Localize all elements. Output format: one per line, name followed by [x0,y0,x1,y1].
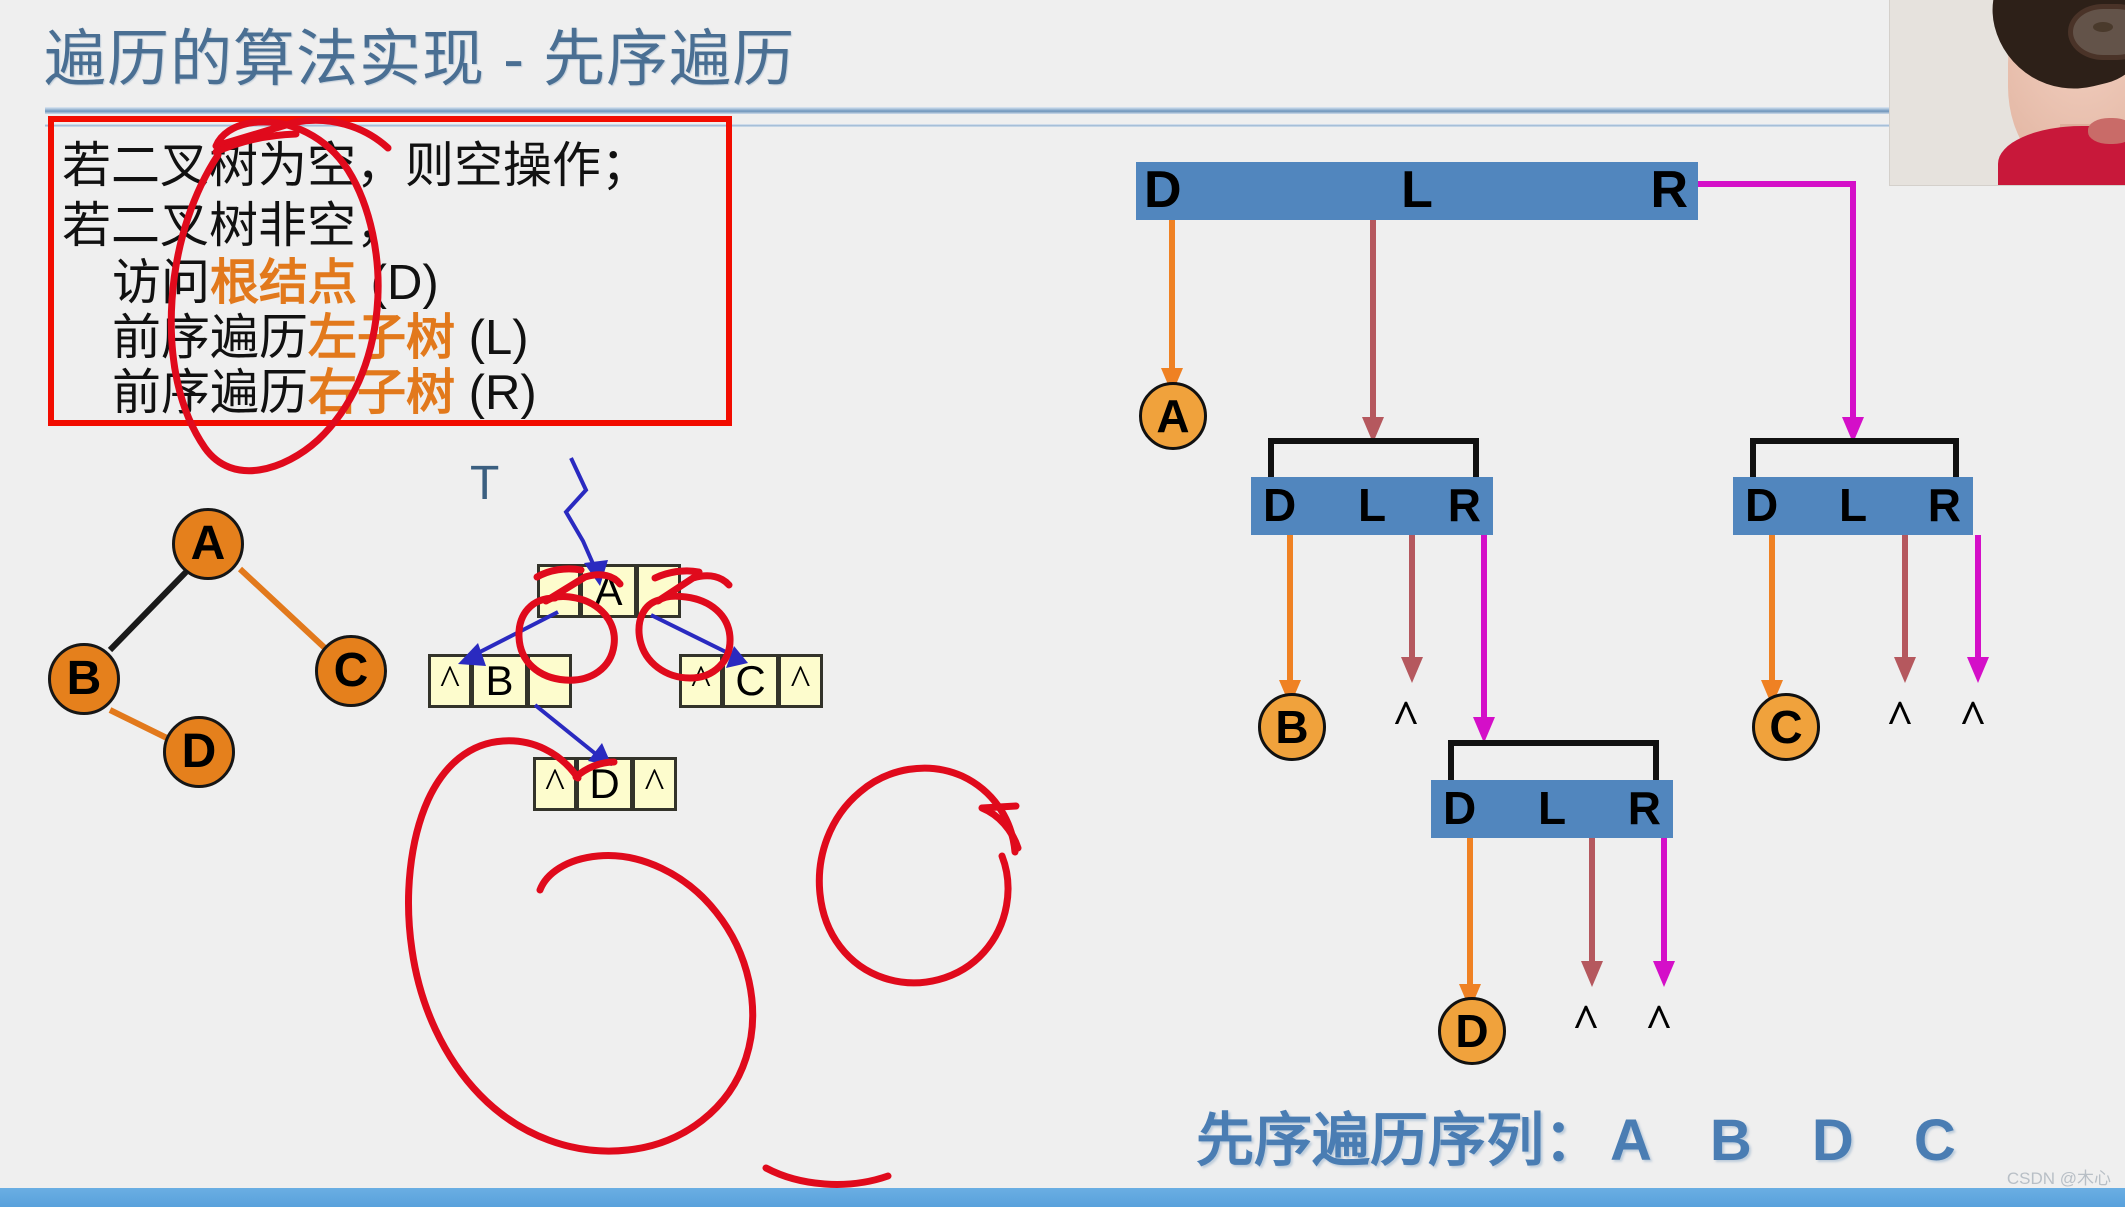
dlr-nil-5: ^ [1645,995,1673,1048]
title-rule-thin [45,124,1905,127]
tree-node-c: C [315,635,387,707]
list-node-a: A [537,564,681,618]
tree-root-pointer-label: T [470,457,500,510]
dlr-nil-4: ^ [1572,995,1600,1048]
rule-line-4-post: (L) [455,311,529,365]
preorder-sequence: 先序遍历序列：A B D C [1196,1093,1978,1177]
tree-node-d: D [163,716,235,788]
dlr-lr-d: D [1443,781,1477,834]
list-node-b-data: B [472,654,528,708]
dlr-root-r: R [1650,160,1688,219]
rule-line-5-post: (R) [455,366,537,420]
list-node-a-right [637,564,681,618]
list-node-d-data: D [577,757,633,811]
dlr-nil-3: ^ [1959,691,1987,744]
dlr-lr-r: R [1627,781,1661,834]
title-rule-thick [45,107,1905,114]
dlr-root-l: L [1401,160,1433,219]
list-node-b-right [528,654,572,708]
preorder-sequence-label: 先序遍历序列： [1196,1108,1603,1173]
dlr-visit-circle-d: D [1438,997,1506,1065]
list-node-d-right: ^ [633,757,677,811]
dlr-box-root: D L R [1136,160,1698,220]
tree-node-b: B [48,643,120,715]
list-node-c-data: C [723,654,779,708]
dlr-nil-2: ^ [1886,691,1914,744]
list-node-d: ^ D ^ [533,757,677,811]
dlr-left-l: L [1357,478,1387,531]
list-node-c: ^ C ^ [679,654,823,708]
dlr-lr-l: L [1537,781,1567,834]
csdn-watermark: CSDN @木心 [2006,1169,2111,1188]
list-node-a-data: A [581,564,637,618]
tree-node-a: A [172,508,244,580]
rule-line-5: 前序遍历右子树 (R) [112,353,537,424]
dlr-nil-1: ^ [1392,691,1420,744]
list-node-a-left [537,564,581,618]
list-node-b-left: ^ [428,654,472,708]
webcam-eye [2093,22,2113,32]
dlr-visit-circle-b: B [1258,693,1326,761]
dlr-root-d: D [1144,160,1182,219]
dlr-right-d: D [1745,478,1779,531]
bottom-progress-bar [0,1188,2125,1207]
page-title: 遍历的算法实现 - 先序遍历 [44,25,796,94]
dlr-visit-circle-c: C [1752,693,1820,761]
dlr-right-r: R [1927,478,1961,531]
list-node-d-left: ^ [533,757,577,811]
rule-line-5-pre: 前序遍历 [112,366,309,420]
dlr-right-l: L [1838,478,1868,531]
webcam-glasses-left [2068,4,2125,60]
preorder-sequence-letters: A B D C [1610,1108,1978,1173]
dlr-left-r: R [1447,478,1481,531]
list-node-b: ^ B [428,654,572,708]
dlr-box-left-right-subtree: D L R [1431,780,1673,838]
dlr-box-right-subtree: D L R [1733,477,1973,535]
list-node-c-left: ^ [679,654,723,708]
webcam-overlay[interactable] [1889,0,2125,186]
dlr-visit-circle-a: A [1139,382,1207,450]
list-node-c-right: ^ [779,654,823,708]
dlr-left-d: D [1263,478,1297,531]
webcam-mouth [2088,118,2125,144]
dlr-box-left-subtree: D L R [1251,477,1493,535]
rule-line-5-highlight: 右子树 [308,366,456,420]
